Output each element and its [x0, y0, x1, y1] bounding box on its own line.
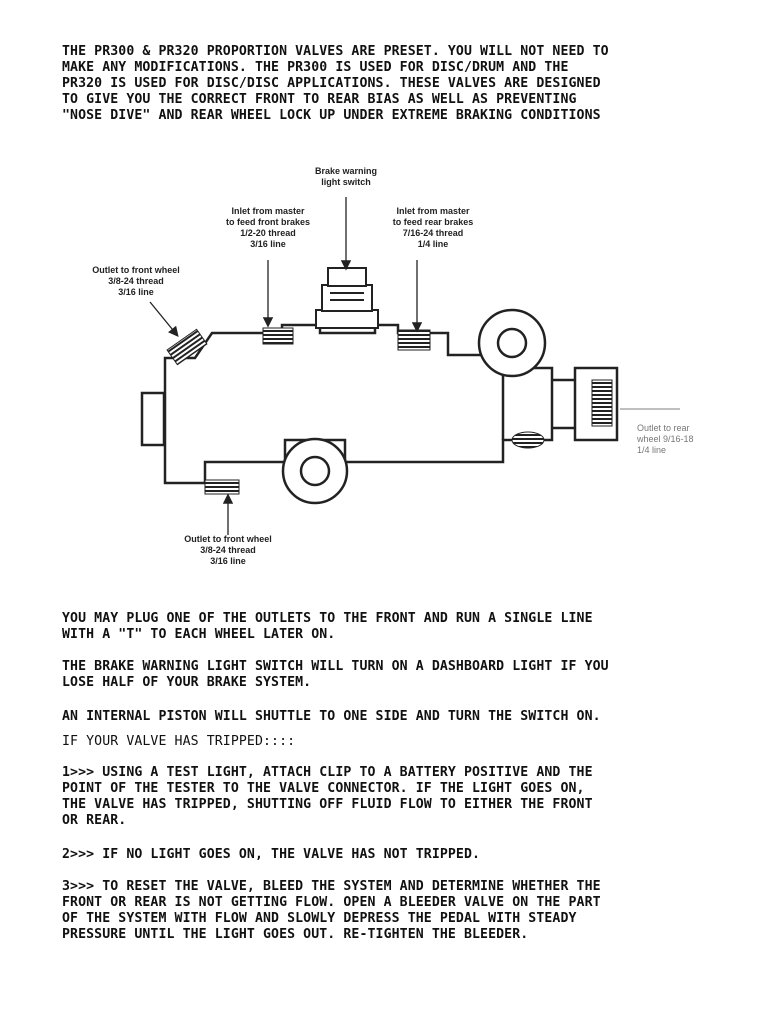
rear-inlet-port [397, 329, 431, 351]
label-inlet-front: Inlet from master to feed front brakes 1… [225, 206, 310, 249]
valve-diagram: Brake warning light switch Inlet from ma… [0, 150, 768, 590]
paragraph-step-2: 2>>> IF NO LIGHT GOES ON, THE VALVE HAS … [62, 847, 481, 862]
front-outlet-top-port [166, 328, 208, 366]
valve-drawing [140, 197, 680, 535]
paragraph-plug-outlets: YOU MAY PLUG ONE OF THE OUTLETS TO THE F… [62, 611, 593, 642]
label-outlet-front-top: Outlet to front wheel 3/8-24 thread 3/16… [92, 265, 180, 297]
intro-paragraph: THE PR300 & PR320 PROPORTION VALVES ARE … [62, 44, 609, 123]
paragraph-if-tripped: IF YOUR VALVE HAS TRIPPED:::: [62, 734, 296, 749]
paragraph-internal-piston: AN INTERNAL PISTON WILL SHUTTLE TO ONE S… [62, 709, 601, 724]
paragraph-warning-switch: THE BRAKE WARNING LIGHT SWITCH WILL TURN… [62, 659, 609, 690]
rear-outlet-port [591, 379, 613, 427]
leader-lines [149, 197, 680, 535]
label-inlet-rear: Inlet from master to feed rear brakes 7/… [392, 206, 474, 249]
rear-port-fitting [511, 431, 545, 449]
brake-switch-body [315, 267, 379, 329]
paragraph-step-3: 3>>> TO RESET THE VALVE, BLEED THE SYSTE… [62, 879, 601, 942]
label-outlet-rear: Outlet to rear wheel 9/16-18 1/4 line [637, 423, 694, 455]
front-inlet-port [262, 327, 294, 345]
mounting-ear-bottom [281, 437, 349, 505]
label-outlet-front-bottom: Outlet to front wheel 3/8-24 thread 3/16… [184, 534, 272, 566]
front-outlet-bottom-port [204, 479, 240, 495]
label-brake-switch: Brake warning light switch [314, 166, 378, 187]
paragraph-step-1: 1>>> USING A TEST LIGHT, ATTACH CLIP TO … [62, 765, 593, 828]
mounting-ear-right [477, 308, 547, 378]
